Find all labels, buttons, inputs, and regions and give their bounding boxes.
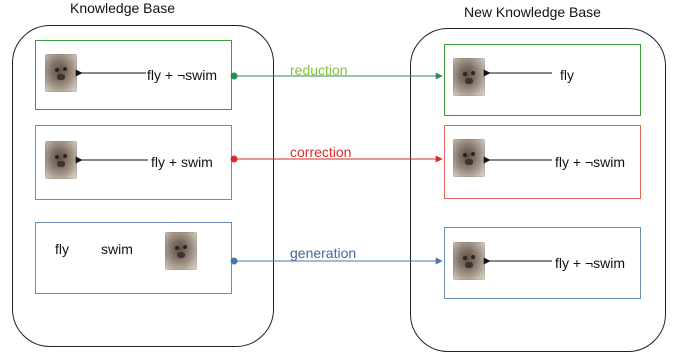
bird-photo-icon <box>45 141 77 179</box>
right-card-reduction: fly <box>444 44 641 116</box>
bird-photo-icon <box>453 58 485 96</box>
right-card-correction: fly + ¬swim <box>444 125 641 199</box>
card-label-swim: swim <box>101 241 133 257</box>
bird-photo-icon <box>453 242 485 280</box>
card-label-fly: fly <box>55 241 69 257</box>
bird-photo-icon <box>453 139 485 177</box>
relation-label-generation: generation <box>290 245 357 261</box>
relation-label-correction: correction <box>290 144 352 160</box>
right-kb-title: New Knowledge Base <box>464 4 601 20</box>
card-label: fly + ¬swim <box>555 255 626 271</box>
card-label: fly + swim <box>151 154 213 170</box>
relation-label-reduction: reduction <box>290 62 348 78</box>
left-card-reduction: fly + ¬swim <box>35 40 232 110</box>
card-label: fly + ¬swim <box>555 154 626 170</box>
bird-photo-icon <box>45 54 77 92</box>
card-label: fly + ¬swim <box>147 67 218 83</box>
left-card-generation: fly swim <box>35 222 232 294</box>
left-card-correction: fly + swim <box>35 125 232 200</box>
card-label: fly <box>560 67 574 83</box>
right-card-generation: fly + ¬swim <box>444 227 641 299</box>
left-kb-title: Knowledge Base <box>70 0 176 16</box>
bird-photo-icon <box>165 232 197 270</box>
